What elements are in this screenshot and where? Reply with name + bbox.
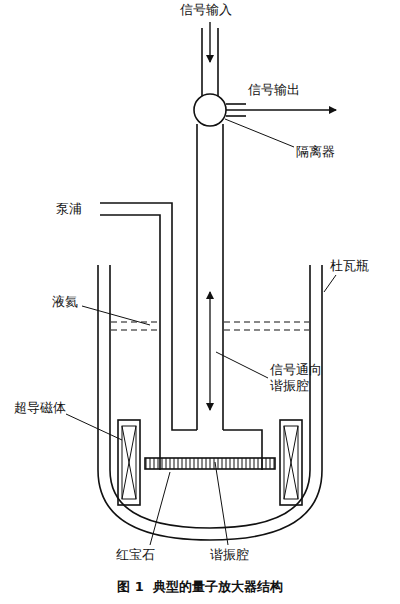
output-pipe bbox=[226, 115, 246, 117]
magnet-left bbox=[118, 420, 140, 505]
waveguide-wall bbox=[196, 124, 198, 430]
part-label: 杜瓦瓶 bbox=[330, 258, 369, 274]
signal-label: 信号通向谐振腔 bbox=[270, 362, 326, 394]
ruby-bar bbox=[145, 458, 275, 469]
helium-level bbox=[111, 322, 309, 330]
isolator-circle bbox=[194, 94, 226, 126]
input-arrow bbox=[209, 22, 210, 62]
magnet-left-core bbox=[122, 426, 136, 499]
leader-lines bbox=[66, 119, 336, 545]
pump-pipe bbox=[100, 215, 160, 470]
signal-label: 信号输出 bbox=[248, 82, 300, 98]
part-label: 红宝石 bbox=[116, 547, 155, 563]
part-label: 隔离器 bbox=[296, 144, 335, 160]
waveguide-wall bbox=[201, 28, 203, 96]
waveguide-wall bbox=[217, 28, 219, 96]
figure-caption: 图 1 典型的量子放大器结构 bbox=[0, 578, 400, 596]
pump-pipe bbox=[100, 203, 197, 430]
magnet-left-cross bbox=[122, 426, 136, 499]
waveguide-wall bbox=[222, 124, 224, 430]
magnet-right-core bbox=[284, 426, 298, 499]
magnet-right bbox=[280, 420, 302, 505]
part-label: 泵浦 bbox=[56, 201, 82, 217]
dewar-outer bbox=[98, 265, 322, 540]
output-pipe bbox=[226, 103, 246, 105]
part-label: 谐振腔 bbox=[210, 547, 249, 563]
output-arrow bbox=[226, 109, 336, 110]
signal-double-arrow bbox=[209, 292, 210, 410]
dewar-inner bbox=[110, 265, 310, 528]
signal-label: 信号输入 bbox=[180, 2, 232, 18]
magnet-right-cross bbox=[284, 426, 298, 499]
part-label: 液氦 bbox=[52, 294, 78, 310]
part-label: 超导磁体 bbox=[14, 400, 66, 416]
